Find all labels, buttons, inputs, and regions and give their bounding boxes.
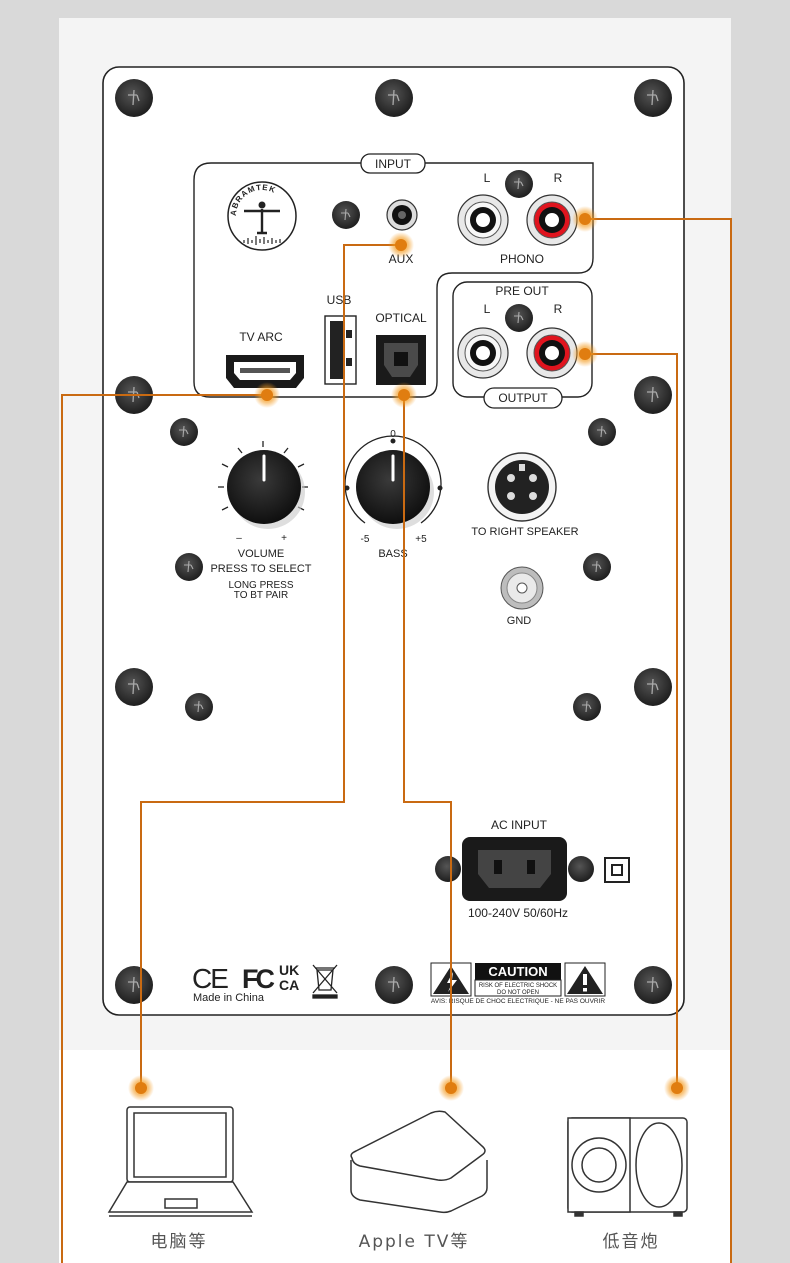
volume-label: VOLUME xyxy=(238,548,284,560)
screw-icon xyxy=(633,667,673,707)
ukca-mark-top: UK xyxy=(279,962,299,978)
bass-center-dot xyxy=(390,438,396,444)
rear-panel xyxy=(102,66,685,1016)
screw-icon xyxy=(114,965,154,1005)
ukca-mark-bottom: CA xyxy=(279,977,299,993)
caution-text-box xyxy=(474,979,562,997)
made-in-label: Made in China xyxy=(193,992,265,1004)
usb-label: USB xyxy=(327,293,352,307)
out-right-label: R xyxy=(554,302,563,316)
long-press-label: LONG PRESS xyxy=(228,580,293,591)
bass-min-label: -5 xyxy=(361,534,370,545)
small-screw-icon xyxy=(184,692,214,722)
screw-icon xyxy=(374,965,414,1005)
optical-port[interactable] xyxy=(376,335,426,385)
bass-max-label: +5 xyxy=(415,534,427,545)
ce-mark: CE xyxy=(192,963,228,994)
input-title: INPUT xyxy=(375,157,412,171)
bass-right-dot xyxy=(437,485,443,491)
screw-icon xyxy=(114,667,154,707)
small-screw-icon xyxy=(504,303,534,333)
bt-pair-label: TO BT PAIR xyxy=(234,590,288,601)
apple-tv-icon xyxy=(350,1110,488,1214)
screw-icon xyxy=(633,965,673,1005)
apple-tv-caption: Apple TV等 xyxy=(359,1232,470,1252)
aux-jack[interactable] xyxy=(386,199,418,231)
caution-line1: RISK OF ELECTRIC SHOCK xyxy=(479,983,557,989)
ac-power-socket[interactable] xyxy=(435,837,594,901)
phono-left-rca-jack[interactable] xyxy=(457,194,509,246)
phono-label: PHONO xyxy=(500,252,544,266)
small-screw-icon xyxy=(582,552,612,582)
optical-label: OPTICAL xyxy=(375,311,427,325)
volume-plus-label: + xyxy=(281,533,287,544)
connection-lines xyxy=(61,218,732,1263)
right-speaker-din-port[interactable] xyxy=(487,452,557,522)
small-screw-icon xyxy=(331,200,361,230)
voltage-label: 100-240V 50/60Hz xyxy=(468,906,568,920)
screw-icon xyxy=(633,375,673,415)
laptop-icon xyxy=(107,1106,254,1217)
screw-icon xyxy=(633,78,673,118)
tv-arc-label: TV ARC xyxy=(239,330,283,344)
subwoofer-icon xyxy=(567,1117,688,1217)
gnd-label: GND xyxy=(507,615,532,627)
input-section-frame xyxy=(193,162,594,398)
caution-banner xyxy=(475,963,561,980)
screw-icon xyxy=(114,78,154,118)
bass-zero-label: 0 xyxy=(390,429,396,440)
bass-scale-arc xyxy=(344,435,442,524)
volume-knob[interactable] xyxy=(227,450,305,529)
volume-minus-label: – xyxy=(236,533,242,544)
phono-left-label: L xyxy=(484,171,491,185)
weee-bin-icon xyxy=(312,964,338,999)
screw-icon xyxy=(374,78,414,118)
small-screw-icon xyxy=(587,417,617,447)
laptop-caption: 电脑等 xyxy=(151,1232,208,1252)
avis-label: AVIS: RISQUE DE CHOC ELECTRIQUE - NE PAS… xyxy=(431,998,606,1005)
right-speaker-label: TO RIGHT SPEAKER xyxy=(471,526,578,538)
small-screw-icon xyxy=(572,692,602,722)
preout-right-rca-jack[interactable] xyxy=(526,327,578,379)
preout-left-rca-jack[interactable] xyxy=(457,327,509,379)
usb-port[interactable] xyxy=(324,315,357,385)
bass-label: BASS xyxy=(378,548,407,560)
ground-terminal[interactable] xyxy=(500,566,544,610)
bass-knob[interactable] xyxy=(356,450,434,529)
phono-right-rca-jack[interactable] xyxy=(526,194,578,246)
small-screw-icon xyxy=(169,417,199,447)
connection-dots xyxy=(128,206,690,1101)
fcc-mark: FC xyxy=(242,964,274,994)
press-select-label: PRESS TO SELECT xyxy=(210,563,311,575)
out-left-label: L xyxy=(484,302,491,316)
pre-out-label: PRE OUT xyxy=(495,284,549,298)
input-title-pill xyxy=(360,153,426,174)
hdmi-port[interactable] xyxy=(226,355,304,388)
subwoofer-caption: 低音炮 xyxy=(603,1232,660,1252)
bass-left-dot xyxy=(344,485,350,491)
caution-label: CAUTION xyxy=(488,964,547,979)
brand-logo: ABRAMTEK xyxy=(227,181,297,251)
phono-right-label: R xyxy=(554,171,563,185)
exclamation-warning-icon xyxy=(564,962,606,997)
ac-input-label: AC INPUT xyxy=(491,818,548,832)
volume-knob-ticks xyxy=(218,441,308,511)
small-screw-icon xyxy=(174,552,204,582)
small-screw-icon xyxy=(504,169,534,199)
output-title-pill xyxy=(483,387,563,409)
output-title: OUTPUT xyxy=(498,391,548,405)
caution-line2: DO NOT OPEN xyxy=(497,990,539,996)
double-insulation-icon xyxy=(604,857,630,883)
